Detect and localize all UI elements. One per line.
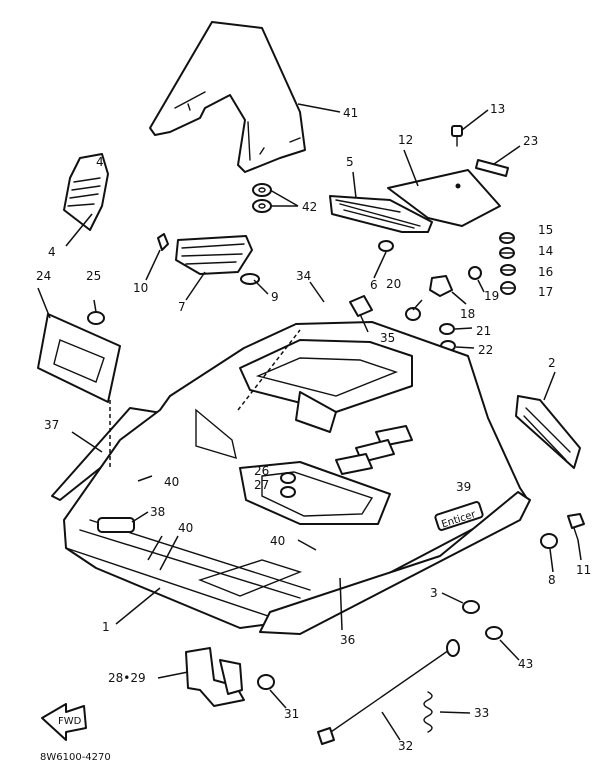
rubber-mount-43 <box>485 626 503 640</box>
callout-label-3a: 4 <box>96 155 104 169</box>
hinge-part <box>185 647 245 707</box>
callout-19: 19 <box>484 289 499 303</box>
callout-8: 8 <box>548 573 556 587</box>
gauge-panel-part <box>37 313 121 403</box>
callout-9: 9 <box>271 290 279 304</box>
callout-26: 26 <box>254 464 269 478</box>
callout-24: 24 <box>36 269 51 283</box>
callout-labels: 41 42 13 12 23 5 4 4 10 7 9 6 34 35 20 1… <box>36 102 591 753</box>
callout-17: 17 <box>538 285 553 299</box>
clip-part <box>157 233 169 251</box>
cable-part <box>317 639 460 745</box>
callout-22: 22 <box>478 343 493 357</box>
callout-21: 21 <box>476 324 491 338</box>
callout-5: 5 <box>346 155 354 169</box>
clip-part-30 <box>257 674 275 690</box>
callout-32: 33 <box>474 706 489 720</box>
callout-13: 13 <box>490 102 505 116</box>
callout-40a: 40 <box>164 475 179 489</box>
spring-part <box>423 691 433 733</box>
callout-34: 35 <box>380 331 395 345</box>
label-sticker-part <box>349 295 373 317</box>
side-grille-part <box>515 395 581 469</box>
grommet-part <box>540 533 558 549</box>
callout-10: 10 <box>133 281 148 295</box>
rubber-mount-3 <box>462 600 480 614</box>
callout-38: 39 <box>456 480 471 494</box>
callout-6: 6 <box>370 278 378 292</box>
hood-body-part <box>63 321 531 635</box>
callout-18: 18 <box>460 307 475 321</box>
washer-part-42 <box>252 183 272 213</box>
screw-part-25 <box>87 311 105 325</box>
callout-41: 41 <box>343 106 358 120</box>
callout-43: 43 <box>518 657 533 671</box>
callout-31: 32 <box>398 739 413 753</box>
forward-arrow-label: FWD <box>58 716 82 727</box>
callout-36: 37 <box>44 418 59 432</box>
callout-27: 27 <box>254 478 269 492</box>
callout-3: 3 <box>430 586 438 600</box>
callout-25: 25 <box>86 269 101 283</box>
callout-35: 36 <box>340 633 355 647</box>
small-parts-26-27 <box>280 472 296 498</box>
callout-2: 2 <box>548 356 556 370</box>
forward-arrow: FWD <box>41 703 87 741</box>
windshield-part <box>149 21 306 173</box>
callout-12: 12 <box>398 133 413 147</box>
callout-7: 7 <box>178 300 186 314</box>
cover-plate-part <box>387 169 501 227</box>
callout-14: 14 <box>538 244 553 258</box>
front-grille-part <box>175 235 253 275</box>
callout-30: 31 <box>284 707 299 721</box>
callout-11: 11 <box>576 563 591 577</box>
callout-15: 15 <box>538 223 553 237</box>
callout-16: 16 <box>538 265 553 279</box>
callout-33: 34 <box>296 269 311 283</box>
callout-42: 42 <box>302 200 317 214</box>
vent-grille-part <box>329 195 433 233</box>
callout-4: 4 <box>48 245 56 259</box>
fastener-group <box>405 266 482 352</box>
leader-lines <box>37 103 582 741</box>
callout-40b: 40 <box>270 534 285 548</box>
screw-part-13 <box>451 125 463 147</box>
grille-bracket-part <box>63 153 109 231</box>
callout-37: 38 <box>150 505 165 519</box>
callout-20: 20 <box>386 277 401 291</box>
callout-23: 23 <box>523 134 538 148</box>
callout-39: 40 <box>178 521 193 535</box>
callout-1: 1 <box>102 620 110 634</box>
diagram-code: 8W6100-4270 <box>40 752 111 763</box>
bolt-part <box>567 513 585 541</box>
screw-part-6 <box>378 240 394 252</box>
callout-28-29: 28•29 <box>108 671 146 685</box>
rod-part-23 <box>475 159 509 177</box>
nuts-group <box>499 232 516 295</box>
